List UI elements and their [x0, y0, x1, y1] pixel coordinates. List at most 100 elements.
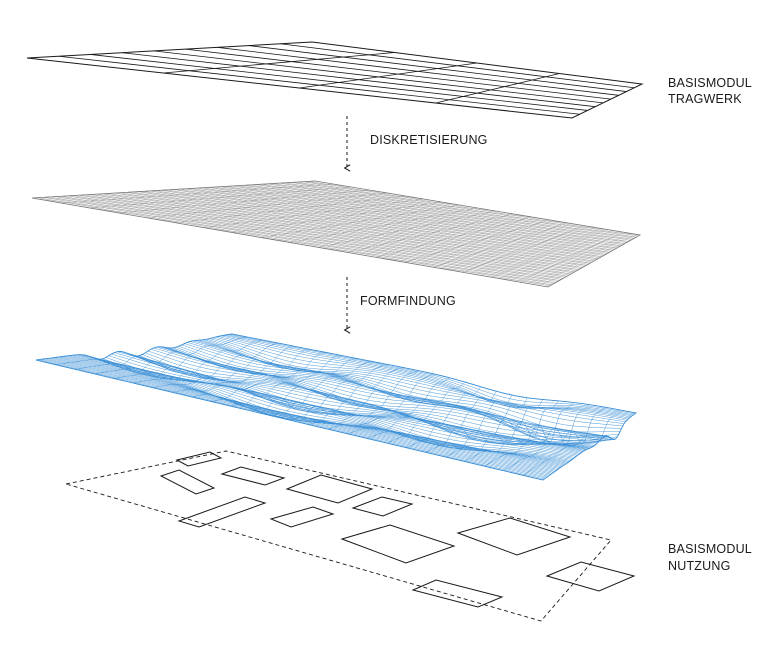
mesh-diagonal	[138, 191, 618, 249]
formfound-mesh-line	[289, 373, 435, 423]
formfound-mesh-line	[184, 343, 614, 444]
mesh-diagonal	[43, 197, 587, 266]
mesh-diagonal	[31, 197, 583, 268]
mesh-diagonal	[232, 185, 568, 224]
mesh-line	[117, 189, 370, 214]
mesh-line	[60, 183, 334, 204]
grid-line	[435, 73, 560, 104]
usage-room	[285, 474, 374, 504]
formfound-mesh-line	[113, 346, 295, 381]
formfound-mesh-line	[464, 402, 574, 462]
label-top-layer-line1: BASISMODUL	[668, 76, 752, 90]
mesh-line	[461, 225, 586, 273]
formfound-mesh-line	[406, 397, 528, 448]
formfound-mesh-line	[201, 339, 622, 429]
mesh-diagonal	[279, 182, 424, 200]
mesh-outline	[31, 180, 642, 288]
label-step-formfinding: FORMFINDUNG	[360, 294, 456, 308]
mesh-diagonal	[203, 227, 572, 275]
mesh-diagonal	[114, 192, 610, 253]
formfound-mesh-layer	[35, 333, 638, 481]
mesh-diagonal	[318, 247, 564, 279]
formfound-mesh-line	[133, 349, 310, 384]
formfound-mesh-line	[328, 381, 466, 430]
formfound-mesh-line	[367, 391, 497, 439]
usage-room	[177, 496, 267, 528]
mesh-diagonal	[173, 189, 629, 242]
mesh-line	[347, 213, 514, 253]
usage-room	[269, 506, 335, 528]
structural-grid-layer	[26, 41, 644, 119]
mesh-line	[404, 219, 550, 263]
mesh-diagonal	[291, 182, 388, 194]
formfound-mesh-outline	[35, 333, 638, 481]
mesh-diagonal	[261, 237, 568, 277]
mesh-diagonal	[89, 207, 579, 270]
formfound-mesh-line	[173, 347, 609, 437]
formfound-mesh-line	[191, 358, 357, 399]
formfound-mesh-line	[89, 356, 569, 463]
mesh-diagonal	[185, 188, 633, 240]
label-bottom-layer-line2: NUTZUNG	[668, 559, 731, 573]
formfound-mesh-line	[269, 370, 419, 421]
mesh-line	[289, 207, 478, 243]
usage-room	[456, 517, 572, 556]
usage-room	[340, 524, 456, 564]
formfound-mesh-line	[94, 342, 279, 378]
mesh-line	[232, 201, 442, 233]
usage-room	[159, 469, 216, 495]
usage-room	[175, 451, 223, 467]
formfound-mesh-line	[55, 357, 553, 474]
discretized-mesh-layer	[31, 180, 642, 288]
grid-line	[299, 62, 478, 89]
mesh-diagonal	[375, 257, 560, 281]
mesh-diagonal	[126, 192, 614, 251]
formfound-mesh-line	[119, 351, 583, 452]
mesh-diagonal	[55, 196, 591, 264]
mesh-diagonal	[490, 276, 552, 285]
formfound-mesh-line	[523, 409, 621, 476]
formfound-mesh-line	[55, 336, 248, 367]
formfound-mesh-line	[484, 404, 590, 467]
mesh-diagonal	[303, 181, 352, 188]
mesh-diagonal	[161, 190, 625, 244]
mesh-diagonal	[433, 267, 556, 283]
mesh-diagonal	[149, 190, 621, 246]
mesh-diagonal	[90, 194, 602, 257]
mesh-diagonal	[255, 184, 496, 212]
mesh-diagonal	[79, 195, 598, 259]
formfound-mesh-line	[152, 352, 326, 388]
label-step-discretization: DISKRETISIERUNG	[370, 133, 488, 147]
usage-boundary	[65, 450, 612, 622]
mesh-diagonal	[220, 186, 604, 230]
formfound-mesh-line	[250, 367, 403, 418]
formfound-mesh-line	[425, 399, 543, 453]
formfound-mesh-line	[308, 377, 450, 425]
mesh-diagonal	[267, 183, 460, 206]
label-bottom-layer-line1: BASISMODUL	[668, 542, 752, 556]
mesh-diagonal	[208, 187, 641, 236]
usage-room	[351, 496, 414, 517]
mesh-diagonal	[197, 187, 637, 238]
grid-line	[163, 52, 395, 74]
formfound-mesh-line	[172, 355, 341, 393]
formfound-mesh-line	[347, 386, 481, 435]
usage-room	[411, 579, 504, 608]
formfound-mesh-line	[445, 400, 559, 458]
mesh-diagonal	[146, 217, 575, 272]
formfound-mesh-line	[52, 357, 552, 475]
formfound-mesh-line	[503, 407, 606, 471]
label-top-layer-line2: TRAGWERK	[668, 92, 742, 106]
formfound-mesh-line	[178, 345, 611, 439]
usage-room	[220, 466, 286, 486]
formfound-mesh-line	[230, 364, 388, 413]
mesh-diagonal	[67, 195, 595, 262]
formfound-mesh-line	[386, 394, 512, 444]
mesh-line	[519, 231, 622, 283]
formfound-mesh-line	[74, 339, 264, 373]
mesh-line	[175, 195, 406, 223]
usage-room	[545, 561, 636, 592]
mesh-diagonal	[102, 193, 606, 255]
